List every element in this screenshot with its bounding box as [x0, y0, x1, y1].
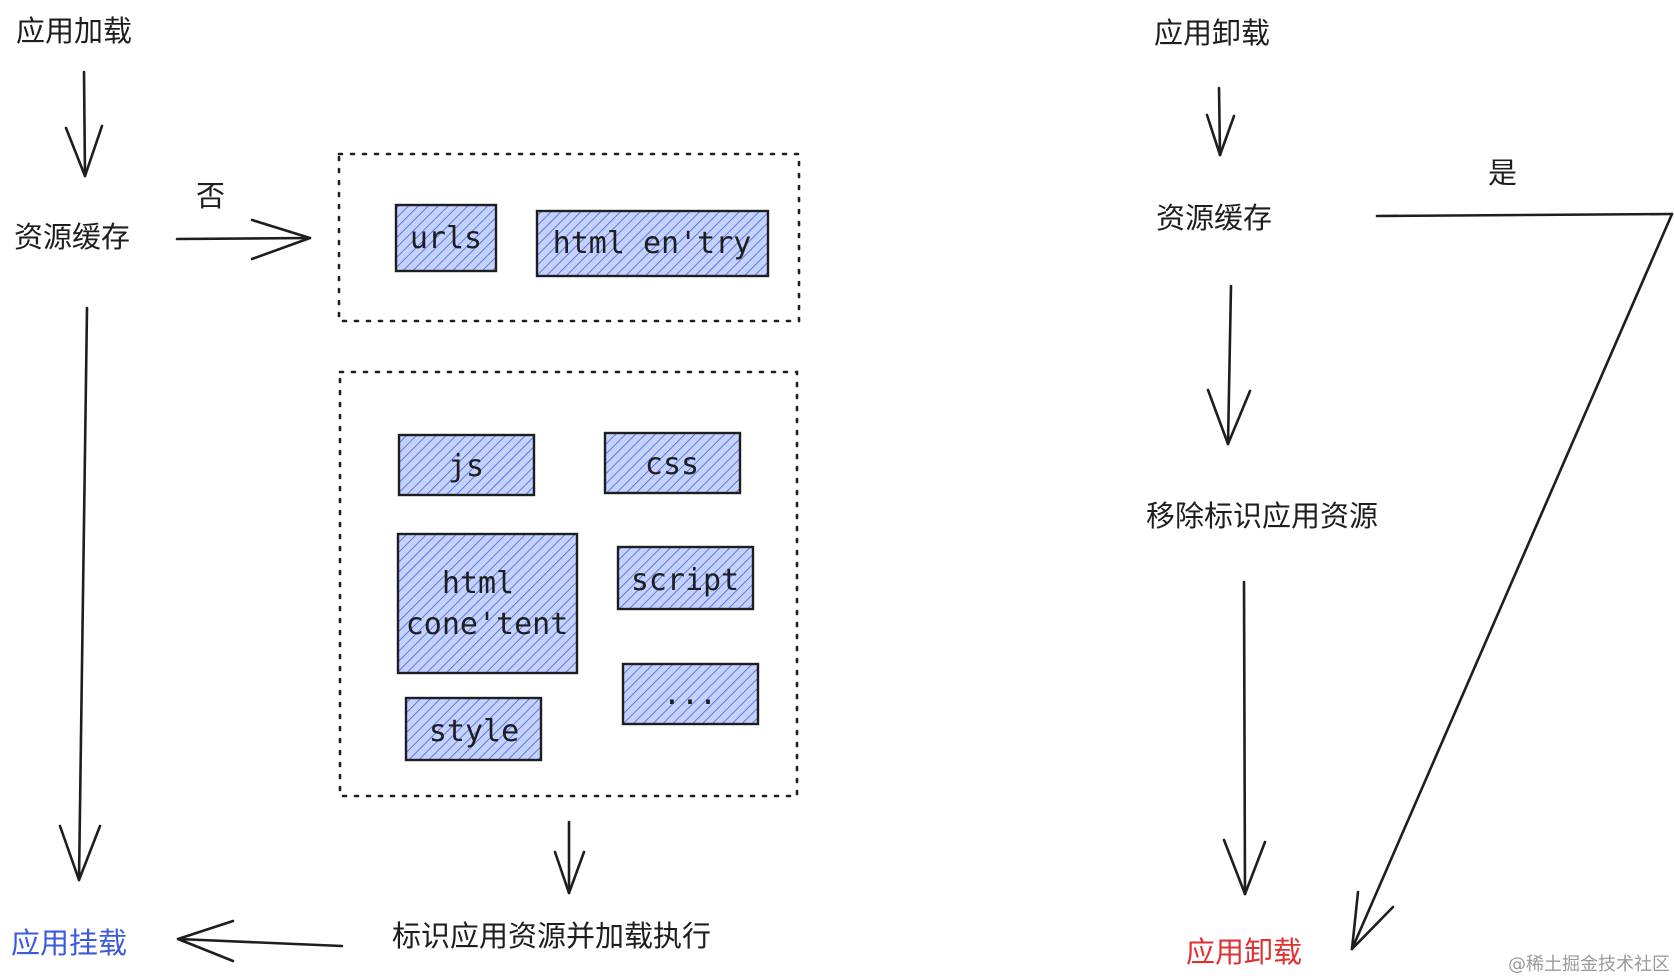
resource-cache-label-right: 资源缓存 — [1156, 201, 1272, 235]
app-unload-top-label: 应用卸载 — [1154, 16, 1270, 50]
box-css: css — [603, 431, 742, 495]
box-html-content-line1: html — [442, 566, 514, 601]
yes-label: 是 — [1488, 156, 1517, 190]
arrow-load-to-cache — [64, 70, 104, 178]
box-js: js — [397, 433, 536, 497]
box-ellipsis-label: ... — [663, 677, 717, 712]
box-html-content-line2: cone'tent — [406, 607, 569, 642]
arrow-cache-to-mount — [58, 306, 102, 882]
box-script: script — [616, 545, 755, 611]
no-label: 否 — [196, 179, 225, 213]
box-urls: urls — [394, 203, 498, 273]
arrow-unload-to-cache — [1205, 86, 1236, 157]
arrow-cache-yes-to-unload — [1350, 212, 1674, 951]
box-urls-label: urls — [410, 221, 482, 256]
box-html-entry-label: html en'try — [553, 226, 752, 261]
arrow-cache-to-remove — [1206, 284, 1252, 446]
arrow-remove-to-unload — [1222, 580, 1267, 896]
box-js-label: js — [448, 449, 484, 484]
arrow-identify-to-mount — [176, 919, 344, 963]
box-style-label: style — [429, 714, 519, 749]
box-script-label: script — [631, 563, 739, 598]
watermark: @稀土掘金技术社区 — [1508, 954, 1670, 975]
cache-source-group — [337, 152, 801, 323]
resource-cache-label-left: 资源缓存 — [14, 220, 130, 254]
box-css-label: css — [645, 447, 699, 482]
app-unload-bottom-label: 应用卸载 — [1186, 935, 1302, 969]
app-mount-label: 应用挂载 — [11, 926, 127, 960]
box-html-entry: html en'try — [535, 209, 770, 278]
box-style: style — [404, 696, 543, 762]
box-html-content: html cone'tent — [396, 532, 579, 675]
box-ellipsis: ... — [621, 662, 760, 726]
remove-identified-label: 移除标识应用资源 — [1146, 499, 1378, 533]
resource-group — [338, 370, 799, 798]
arrow-group-to-identify — [553, 820, 586, 895]
app-load-label: 应用加载 — [16, 14, 132, 48]
arrow-cache-to-group — [175, 218, 312, 261]
identify-execute-label: 标识应用资源并加载执行 — [392, 919, 711, 953]
